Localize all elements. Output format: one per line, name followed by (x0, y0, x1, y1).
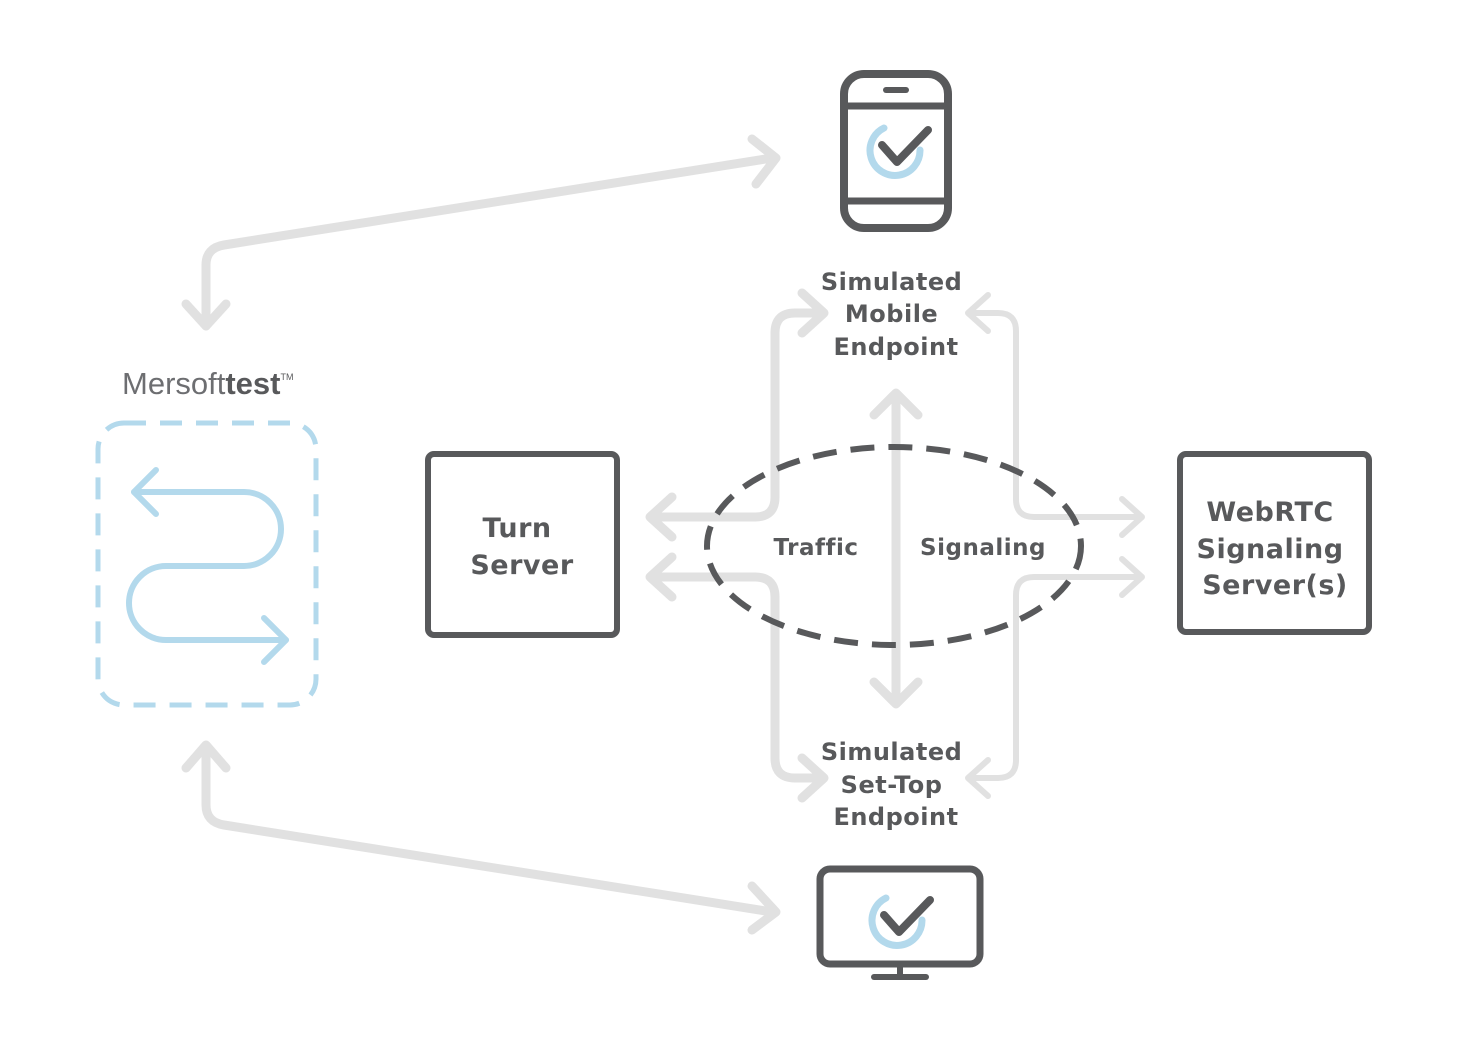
arrowhead-settop-right (965, 757, 991, 799)
arrowhead-monitor (747, 881, 781, 935)
arrowhead-mobile-right (965, 292, 991, 334)
arrowhead-mobile-left (797, 288, 829, 338)
turn-server-label: Turn Server (470, 513, 573, 581)
arrow-mersoft-to-monitor (201, 743, 777, 917)
settop-endpoint-label: Simulated Set-Top Endpoint (821, 738, 971, 831)
phone-icon (840, 70, 952, 232)
mersoft-dashed-box (95, 420, 319, 708)
checkmark-icon (866, 124, 932, 179)
webrtc-server-label: WebRTC Signaling Server(s) (1197, 497, 1354, 601)
webrtc-server-box (1177, 451, 1372, 635)
arrowhead-center-bottom (869, 677, 923, 709)
arrowhead-webrtc-upper (1119, 496, 1145, 538)
arrowhead-phone (747, 134, 781, 189)
brand-name-light: Mersoft (122, 366, 226, 401)
brand-logo: MersofttestTM (122, 366, 294, 401)
loop-arrows-icon (126, 467, 289, 665)
traffic-upper-path (647, 308, 827, 522)
arrow-mersoft-to-phone (201, 153, 777, 331)
arrowhead-turn-upper (645, 492, 677, 542)
monitor-icon (816, 865, 984, 980)
traffic-label: Traffic (773, 535, 858, 561)
arrowhead-mersoft-bottom (181, 740, 231, 773)
signaling-label: Signaling (920, 535, 1046, 561)
dashed-ellipse (704, 444, 1084, 648)
brand-name-bold: test (225, 366, 280, 401)
signaling-upper-path (968, 310, 1143, 520)
arrowhead-turn-lower (645, 552, 677, 602)
arrowhead-center-top (869, 388, 923, 420)
arrowhead-webrtc-lower (1119, 556, 1145, 598)
arrowhead-settop-left (797, 753, 829, 803)
signaling-lower-path (968, 574, 1143, 781)
connector-arrows (181, 134, 923, 935)
checkmark-icon (868, 894, 934, 949)
turn-server-box (425, 451, 620, 638)
signaling-arrows (965, 292, 1145, 799)
arrowhead-mersoft-top (181, 299, 231, 331)
brand-trademark: TM (281, 372, 294, 382)
mobile-endpoint-label: Simulated Mobile Endpoint (821, 268, 971, 361)
traffic-lower-path (647, 572, 827, 783)
